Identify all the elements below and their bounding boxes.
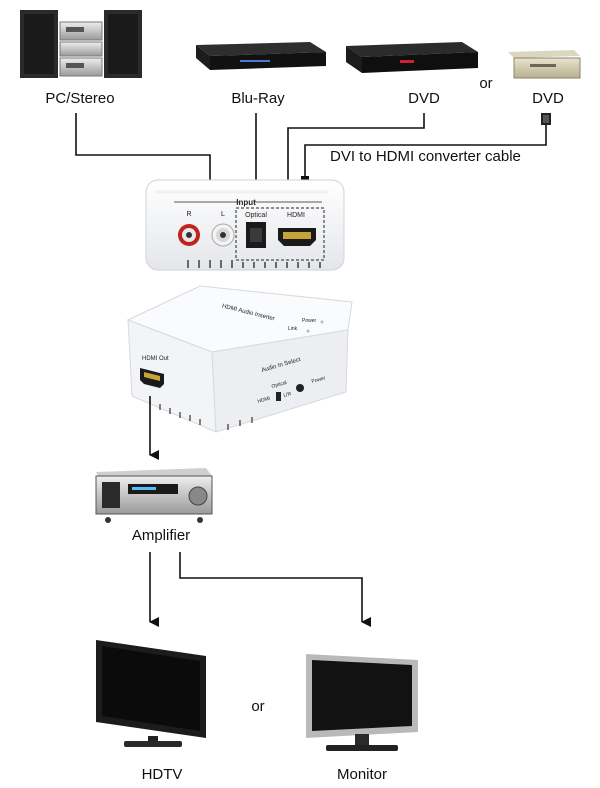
select-optical-label: Optical — [271, 380, 288, 390]
power-jack-label: Power — [311, 375, 327, 385]
bluray-label: Blu-Ray — [231, 90, 285, 107]
cable-to-monitor — [179, 552, 371, 627]
power-led-label: Power — [302, 318, 317, 324]
output-cables — [149, 552, 371, 627]
r-label: R — [186, 211, 191, 218]
input-panel: Input R L Optical HDMI — [145, 179, 345, 271]
dvd-player-1-image — [346, 42, 478, 73]
hdmi-input-label: HDMI — [287, 212, 305, 219]
hdtv-label: HDTV — [142, 766, 183, 783]
l-label: L — [221, 211, 225, 218]
power-jack-icon — [296, 384, 304, 392]
vent-slots — [187, 260, 321, 268]
cable-pc-stereo — [75, 113, 219, 190]
amplifier-image — [95, 468, 213, 523]
or-bottom-label: or — [251, 698, 264, 715]
pc-stereo-label: PC/Stereo — [45, 90, 114, 107]
dvd-1-label: DVD — [408, 90, 440, 107]
dvd-2-label: DVD — [532, 90, 564, 107]
monitor-image — [306, 654, 418, 751]
hdmi-input-port-icon — [278, 228, 316, 246]
dvi-connector-icon — [541, 113, 551, 125]
rca-red-jack-icon — [178, 224, 200, 246]
optical-port-icon — [246, 222, 266, 248]
amplifier-label: Amplifier — [132, 527, 190, 544]
rca-white-jack-icon — [211, 223, 235, 247]
select-lr-label: L/R — [283, 391, 293, 399]
bluray-player-image — [196, 42, 326, 70]
input-cables — [75, 113, 547, 190]
hdtv-image — [96, 640, 206, 747]
hdmi-audio-inserter-device: HDMI Audio Inserter Power Link HDMI Out … — [126, 285, 353, 433]
or-top-label: or — [479, 75, 492, 92]
input-label: Input — [236, 198, 256, 207]
select-hdmi-label: HDMI — [257, 396, 271, 405]
pc-stereo-image — [20, 10, 142, 78]
device-vent-slots — [159, 404, 253, 430]
hdmi-out-label: HDMI Out — [142, 356, 169, 362]
dvd-player-2-image — [508, 50, 581, 79]
audio-select-switch-icon — [276, 392, 281, 401]
dvi-cable-label: DVI to HDMI converter cable — [330, 148, 521, 165]
hdmi-output-port-icon — [140, 368, 164, 388]
cable-dvd-1 — [287, 113, 425, 190]
monitor-label: Monitor — [337, 766, 387, 783]
link-led-label: Link — [288, 326, 298, 332]
optical-label: Optical — [245, 212, 267, 219]
cable-dvd-2 — [304, 125, 547, 180]
